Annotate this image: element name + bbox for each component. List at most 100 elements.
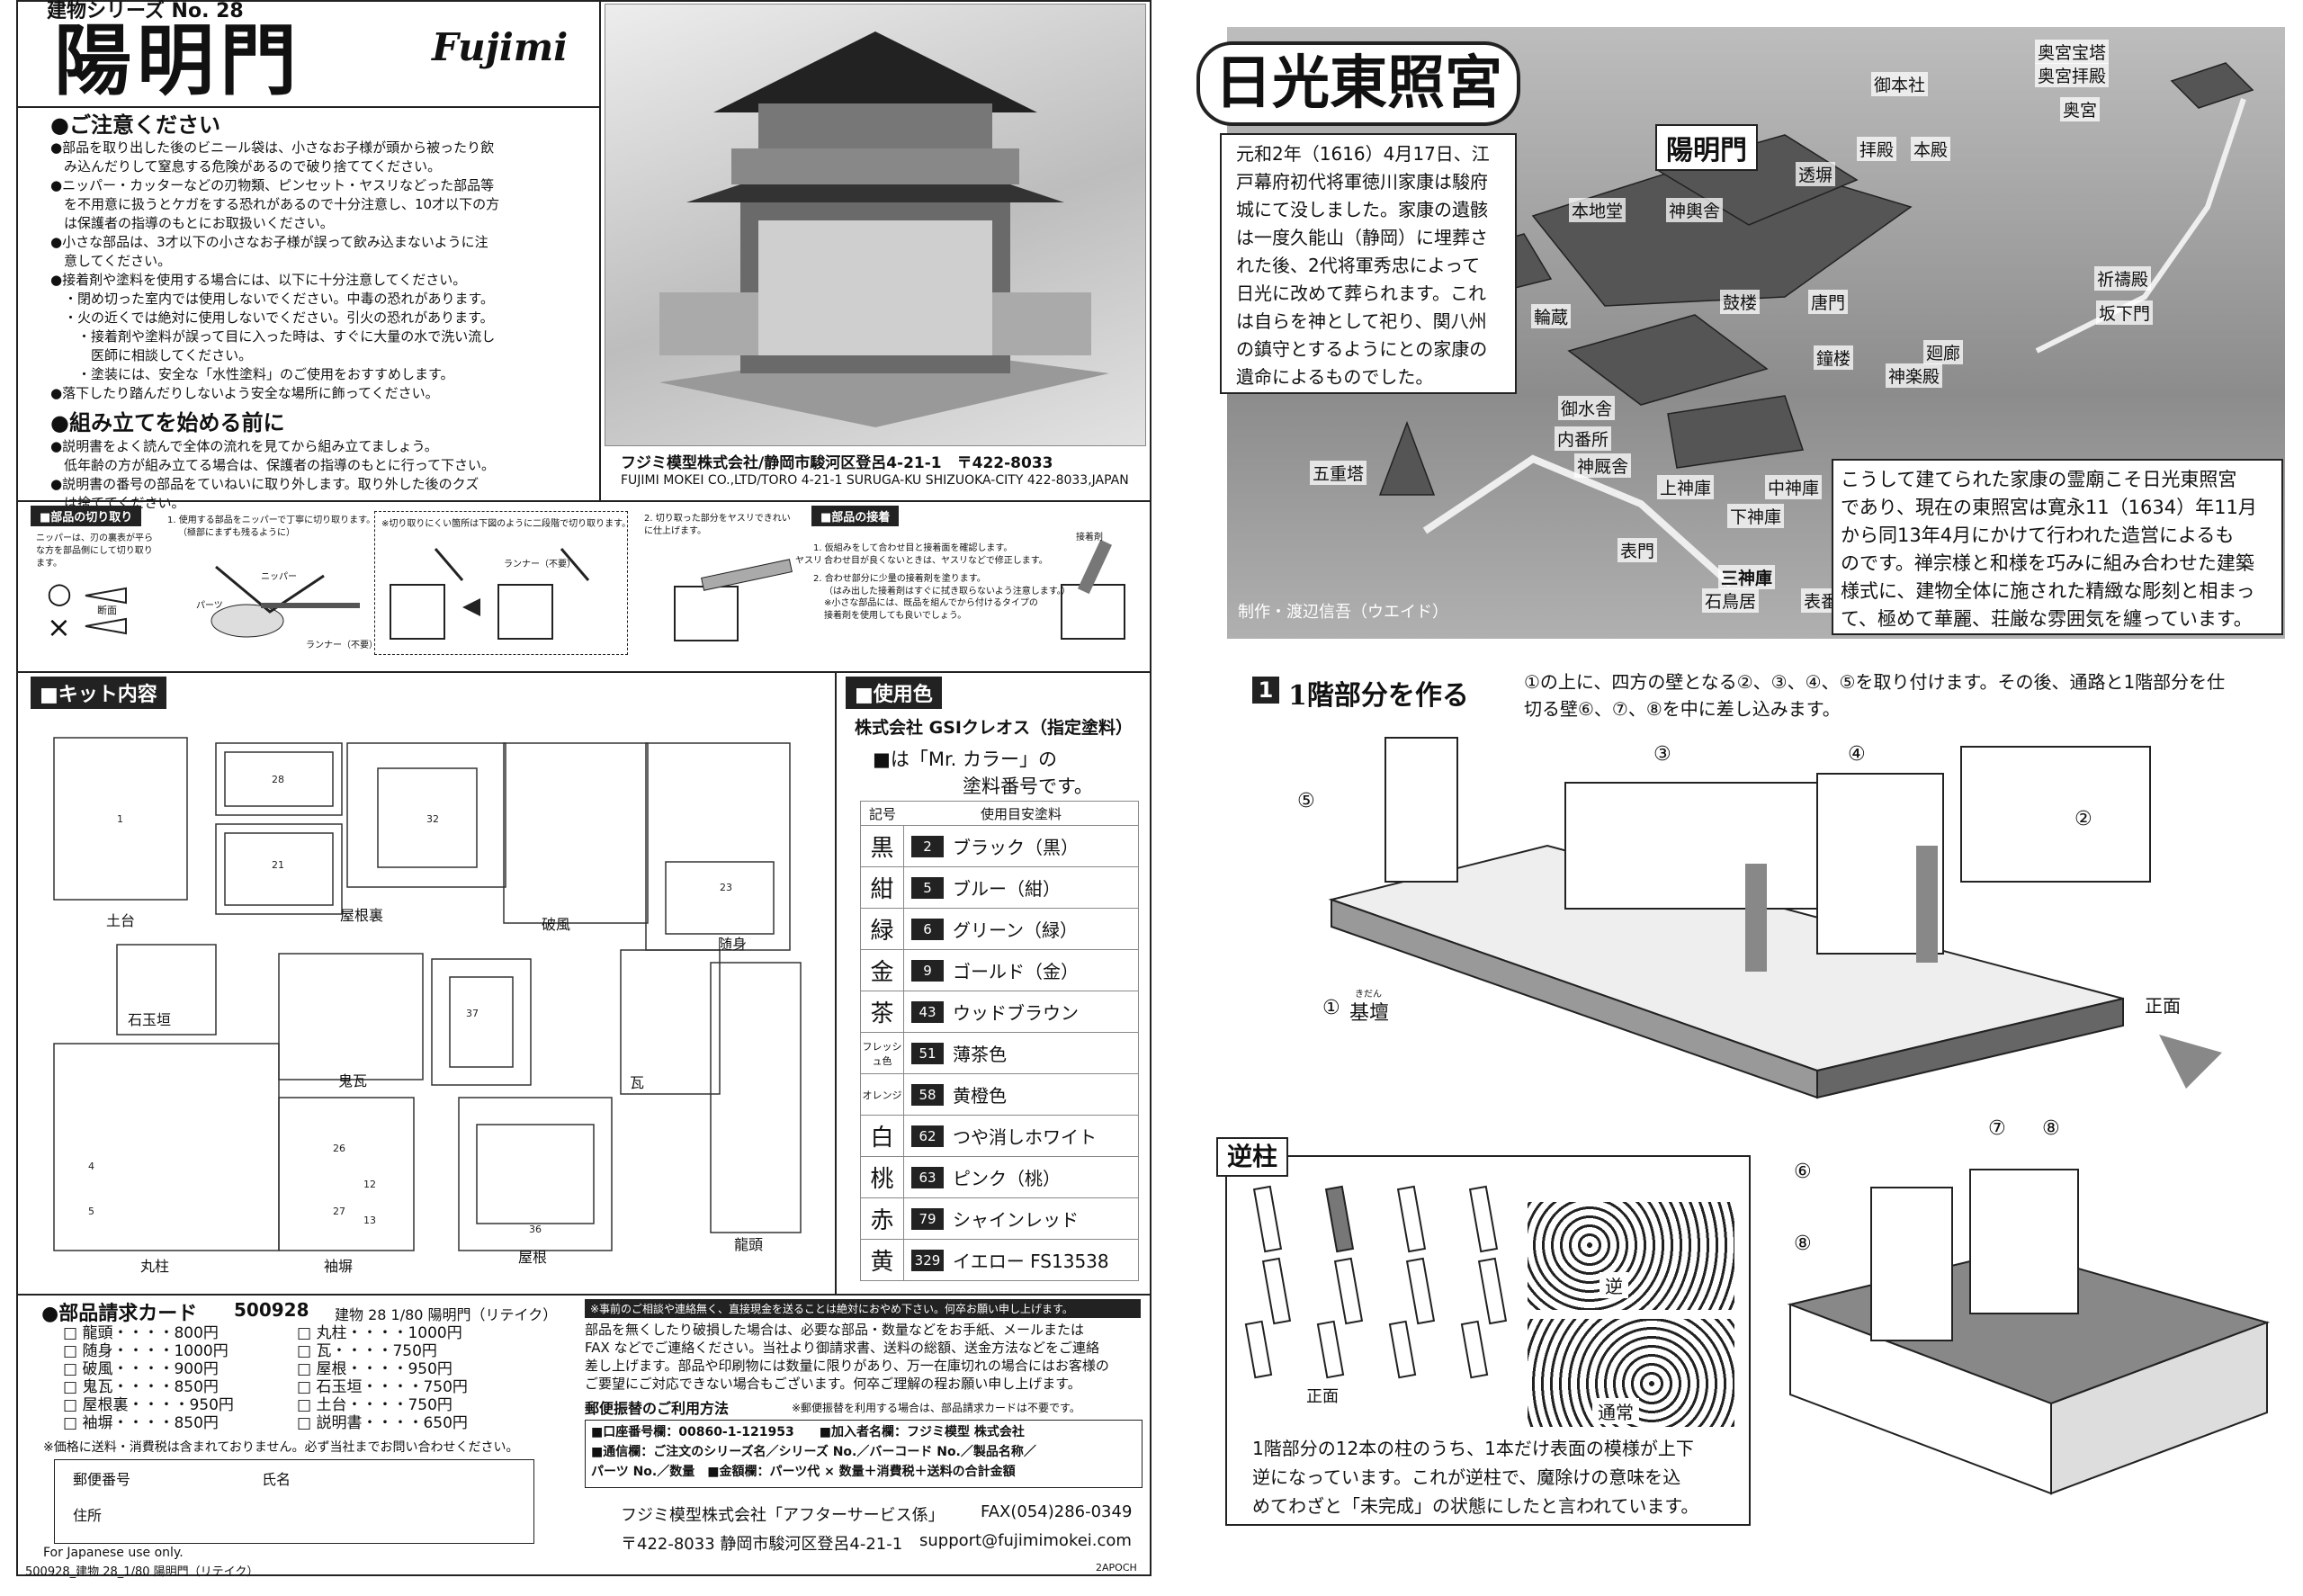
order-item[interactable]: □ 袖塀・・・・850円 xyxy=(63,1414,219,1432)
before-assembly-line: ●説明書の番号の部品をていねいに取り外します。取り外した後のクズ xyxy=(50,476,479,492)
paint-code: 63 xyxy=(911,1166,944,1188)
paint-key: フレッシュ色 xyxy=(861,1033,904,1073)
before-assembly-lines: ●説明書をよく読んで全体の流れを見てから組み立てましょう。 低年齢の方が組み立て… xyxy=(50,437,590,513)
order-item[interactable]: □ 説明書・・・・650円 xyxy=(297,1414,468,1432)
map-label: 奥宮拝殿 xyxy=(2035,63,2110,87)
map-label: 鐘楼 xyxy=(1814,345,1854,370)
order-item[interactable]: □ 龍頭・・・・800円 xyxy=(63,1324,219,1342)
order-item[interactable]: □ 瓦・・・・750円 xyxy=(297,1342,437,1360)
map-label: 透塀 xyxy=(1796,162,1836,186)
before-assembly-line: 低年齢の方が組み立てる場合は、保護者の指導のもとに行って下さい。 xyxy=(50,457,495,473)
paint-name: 黄橙色 xyxy=(953,1085,1007,1107)
label-p6: ⑥ xyxy=(1794,1161,1812,1183)
cut-note-2: ※切り取りにくい箇所は下図のように二段階で切り取ります。 xyxy=(381,519,632,529)
tax-note: ※価格に送料・消費税は含まれておりません。必ず当社までお問い合わせください。 xyxy=(43,1440,519,1455)
label-kidan-ruby: きだん xyxy=(1355,990,1382,1000)
order-item[interactable]: □ 丸柱・・・・1000円 xyxy=(297,1324,462,1342)
order-item[interactable]: □ 破風・・・・900円 xyxy=(63,1360,219,1378)
kit-label-ryuzu: 龍頭 xyxy=(734,1236,764,1253)
part-label: パーツ xyxy=(196,601,223,611)
caution-section: ●ご注意ください ●部品を取り出した後のビニール袋は、小さなお子様が頭から被った… xyxy=(50,112,590,513)
nipper-note: ニッパーは、刃の裏表が平らな方を部品側にして切り取ります。 xyxy=(36,533,153,569)
paint-key: 紺 xyxy=(861,867,904,908)
label-p4: ④ xyxy=(1848,743,1866,766)
order-item[interactable]: □ 随身・・・・1000円 xyxy=(63,1342,229,1360)
label-p5: ⑤ xyxy=(1297,790,1315,812)
step-text-1: ①の上に、四方の壁となる②、③、④、⑤を取り付けます。その後、通路と1階部分を仕 xyxy=(1524,671,2226,693)
paint-name: つや消しホワイト xyxy=(953,1126,1097,1148)
caution-line: 医師に相談してください。 xyxy=(50,347,253,363)
map-label: 下神庫 xyxy=(1727,504,1785,528)
kit-label-kawara: 瓦 xyxy=(630,1074,645,1091)
sakabashira-title: 逆柱 xyxy=(1216,1137,1288,1177)
caution-line: み込んだりして窒息する危険があるので破り捨ててください。 xyxy=(50,158,442,175)
desc-line: から同13年4月にかけて行われた造営によるも xyxy=(1841,525,2235,546)
sakabashira-line: めてわざと「未完成」の状態にしたと言われています。 xyxy=(1252,1495,1699,1517)
paint-name: 薄茶色 xyxy=(953,1044,1007,1065)
partition-assembly-diagram xyxy=(1787,1169,2271,1495)
header-divider xyxy=(18,106,599,108)
paint-code: 6 xyxy=(911,918,944,940)
map-label: 五重塔 xyxy=(1310,461,1367,485)
desc-line: 様式に、建物全体に施された精緻な彫刻と相まっ xyxy=(1841,580,2255,602)
sakabashira-text: 1階部分の12本の柱のうち、1本だけ表面の模様が上下逆になっています。これが逆柱… xyxy=(1252,1434,1698,1520)
map-label: 三神庫 xyxy=(1718,565,1776,589)
svg-text:5: 5 xyxy=(88,1206,94,1217)
sakabashira-box xyxy=(1225,1155,1751,1526)
cut-note-3: 2. 切り取った部分をヤスリできれいに仕上げます。 xyxy=(644,514,791,536)
paint-code: 9 xyxy=(911,959,944,982)
map-label: 神厩舎 xyxy=(1574,453,1632,478)
svg-text:4: 4 xyxy=(88,1161,94,1172)
section-divider-2 xyxy=(18,671,1152,673)
order-item[interactable]: □ 屋根・・・・950円 xyxy=(297,1360,453,1378)
paint-title: ■使用色 xyxy=(846,677,942,709)
order-item[interactable]: □ 屋根裏・・・・950円 xyxy=(63,1396,234,1414)
order-item[interactable]: □ 石玉垣・・・・750円 xyxy=(297,1378,468,1396)
cut-note-1: 1. 使用する部品をニッパーで丁寧に切り取ります。 xyxy=(167,516,376,525)
caution-line: 意してください。 xyxy=(50,253,172,269)
credit: 制作・渡辺信吾（ウエイド） xyxy=(1238,603,1448,622)
caution-line: ・塗装には、安全な「水性塗料」のご使用をおすすめします。 xyxy=(50,366,454,382)
map-label: 御水舎 xyxy=(1558,396,1616,420)
product-photo xyxy=(605,4,1146,446)
paint-code: 79 xyxy=(911,1207,944,1230)
series-label: 建物シリーズ No. 28 xyxy=(47,0,244,22)
header-vdivider xyxy=(599,0,601,500)
paint-code: 2 xyxy=(911,835,944,857)
order-item[interactable]: □ 土台・・・・750円 xyxy=(297,1396,453,1414)
desc-box xyxy=(1832,459,2283,635)
brand-logo: Fujimi xyxy=(432,25,569,69)
section-divider-1 xyxy=(18,500,1152,502)
map-label: 鼓楼 xyxy=(1720,290,1761,314)
label-p1: ① xyxy=(1322,997,1340,1019)
svg-text:36: 36 xyxy=(529,1224,542,1235)
paint-col-name: 使用目安塗料 xyxy=(980,805,1062,822)
paint-code: 329 xyxy=(911,1249,944,1271)
map-label: 廻廊 xyxy=(1923,340,1964,364)
glue-section-title: ■部品の接着 xyxy=(811,506,900,526)
paint-key: 金 xyxy=(861,950,904,991)
svg-text:37: 37 xyxy=(466,1008,479,1019)
pattern-reversed xyxy=(1528,1202,1734,1310)
order-code: 500928 xyxy=(234,1299,309,1321)
paint-code: 5 xyxy=(911,876,944,899)
map-label: 内番所 xyxy=(1555,426,1612,451)
cut-note-1b: （極部にまずも残るように） xyxy=(178,528,295,538)
paint-name: グリーン（緑） xyxy=(953,919,1078,941)
label-kidan: 基壇 xyxy=(1349,1002,1390,1025)
intro-text: 元和2年（1616）4月17日、江戸幕府初代将軍徳川家康は駿府城にて没しました。… xyxy=(1236,140,1490,391)
pillars-illustration xyxy=(1244,1185,1508,1379)
notice-line: FAX などでご連絡ください。当社より御請求書、送料の総額、送金方法などをご連絡 xyxy=(585,1340,1099,1356)
kit-label-onigawara: 鬼瓦 xyxy=(338,1072,368,1089)
order-title: ●部品請求カード xyxy=(41,1303,198,1325)
label-p8b: ⑧ xyxy=(1794,1233,1812,1255)
svg-text:28: 28 xyxy=(272,774,284,785)
map-label: 中神庫 xyxy=(1765,475,1823,499)
order-item[interactable]: □ 鬼瓦・・・・850円 xyxy=(63,1378,219,1396)
